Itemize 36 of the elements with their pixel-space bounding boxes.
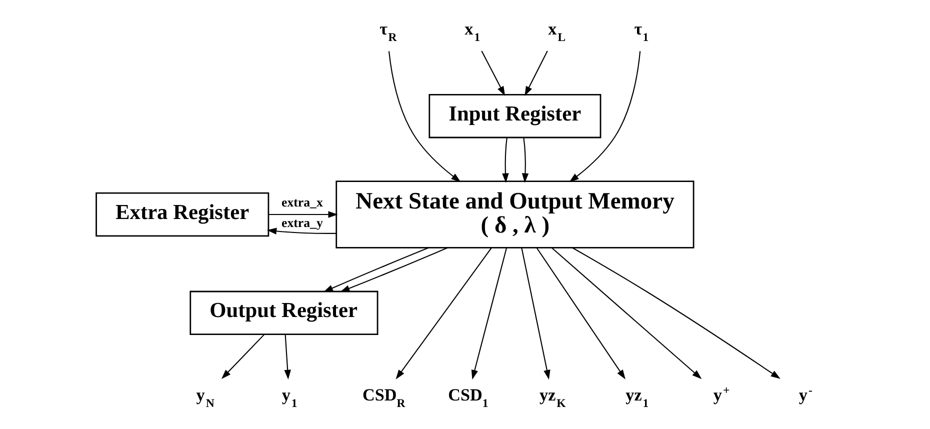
node-box: Output Register xyxy=(189,290,378,335)
node-text: CSD$_{1}$ xyxy=(448,385,488,410)
node-text: y$^{+}$ xyxy=(712,384,730,404)
arrow xyxy=(521,138,528,183)
node-text: y$_{1}$ xyxy=(281,385,297,410)
arrow xyxy=(568,51,640,182)
arrow xyxy=(266,228,336,234)
arrow xyxy=(536,248,625,380)
node-text: τ$_{R}$ xyxy=(379,20,396,44)
arrow xyxy=(388,51,460,182)
arrow xyxy=(480,50,505,96)
arrow xyxy=(268,211,338,218)
node-text: CSD$_{R}$ xyxy=(362,385,405,410)
arrow xyxy=(520,248,550,380)
arrow xyxy=(322,247,428,292)
node-text: x$_{L}$ xyxy=(548,20,566,44)
arrow xyxy=(572,247,780,379)
arrow xyxy=(284,334,290,380)
arrow xyxy=(220,334,264,380)
node-text: x$_{1}$ xyxy=(464,20,480,44)
arrow xyxy=(395,248,492,380)
arrow xyxy=(340,247,448,292)
edge-label: extra_y xyxy=(281,216,322,230)
node-box: Input Register xyxy=(428,94,601,138)
node-box: Next State and Output Memory ( δ , λ ) xyxy=(335,180,694,248)
arrow xyxy=(524,50,548,96)
arrow xyxy=(502,138,508,183)
arrow xyxy=(470,248,507,380)
node-text: y$_{N}$ xyxy=(196,385,214,410)
node-text: yz$_{K}$ xyxy=(539,385,566,410)
node-text: τ$_{1}$ xyxy=(634,20,648,44)
edge-label: extra_x xyxy=(281,196,322,210)
node-text: y$^{-}$ xyxy=(798,384,812,404)
arrow xyxy=(551,247,702,380)
node-text: yz$_{1}$ xyxy=(625,385,648,410)
node-box: Extra Register xyxy=(95,192,269,237)
